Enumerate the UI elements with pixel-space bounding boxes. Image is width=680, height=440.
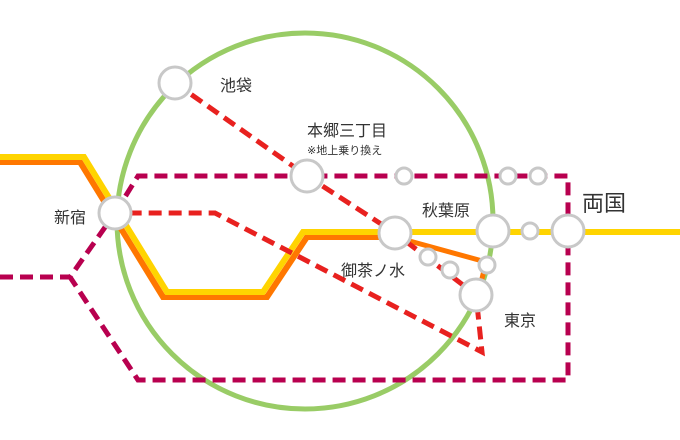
label-ryogoku: 両国 [582,192,627,217]
station-shinjuku[interactable] [97,195,133,231]
station-akihabara[interactable] [475,213,511,249]
label-ochanomizu: 御茶ノ水 [341,261,406,280]
label-ikebukuro: 池袋 [220,76,253,95]
chuo-line-yellow [0,154,680,295]
chuo-line-orange [0,159,395,300]
station-ikebukuro[interactable] [157,65,193,101]
station-tokyo[interactable] [458,277,494,313]
label-hongo-note: ※地上乗り換え [307,144,383,157]
station-minor[interactable] [528,166,548,186]
station-hongo[interactable] [289,158,325,194]
label-shinjuku: 新宿 [54,208,87,227]
label-tokyo: 東京 [504,311,537,330]
station-minor[interactable] [394,166,414,186]
station-minor[interactable] [418,247,438,267]
label-akihabara: 秋葉原 [422,201,471,220]
station-minor[interactable] [477,255,497,275]
station-ochanomizu[interactable] [377,215,413,251]
station-minor[interactable] [498,166,518,186]
label-hongo: 本郷三丁目 [307,121,388,140]
station-ryogoku[interactable] [550,213,586,249]
station-minor[interactable] [520,221,540,241]
station-minor[interactable] [440,260,460,280]
